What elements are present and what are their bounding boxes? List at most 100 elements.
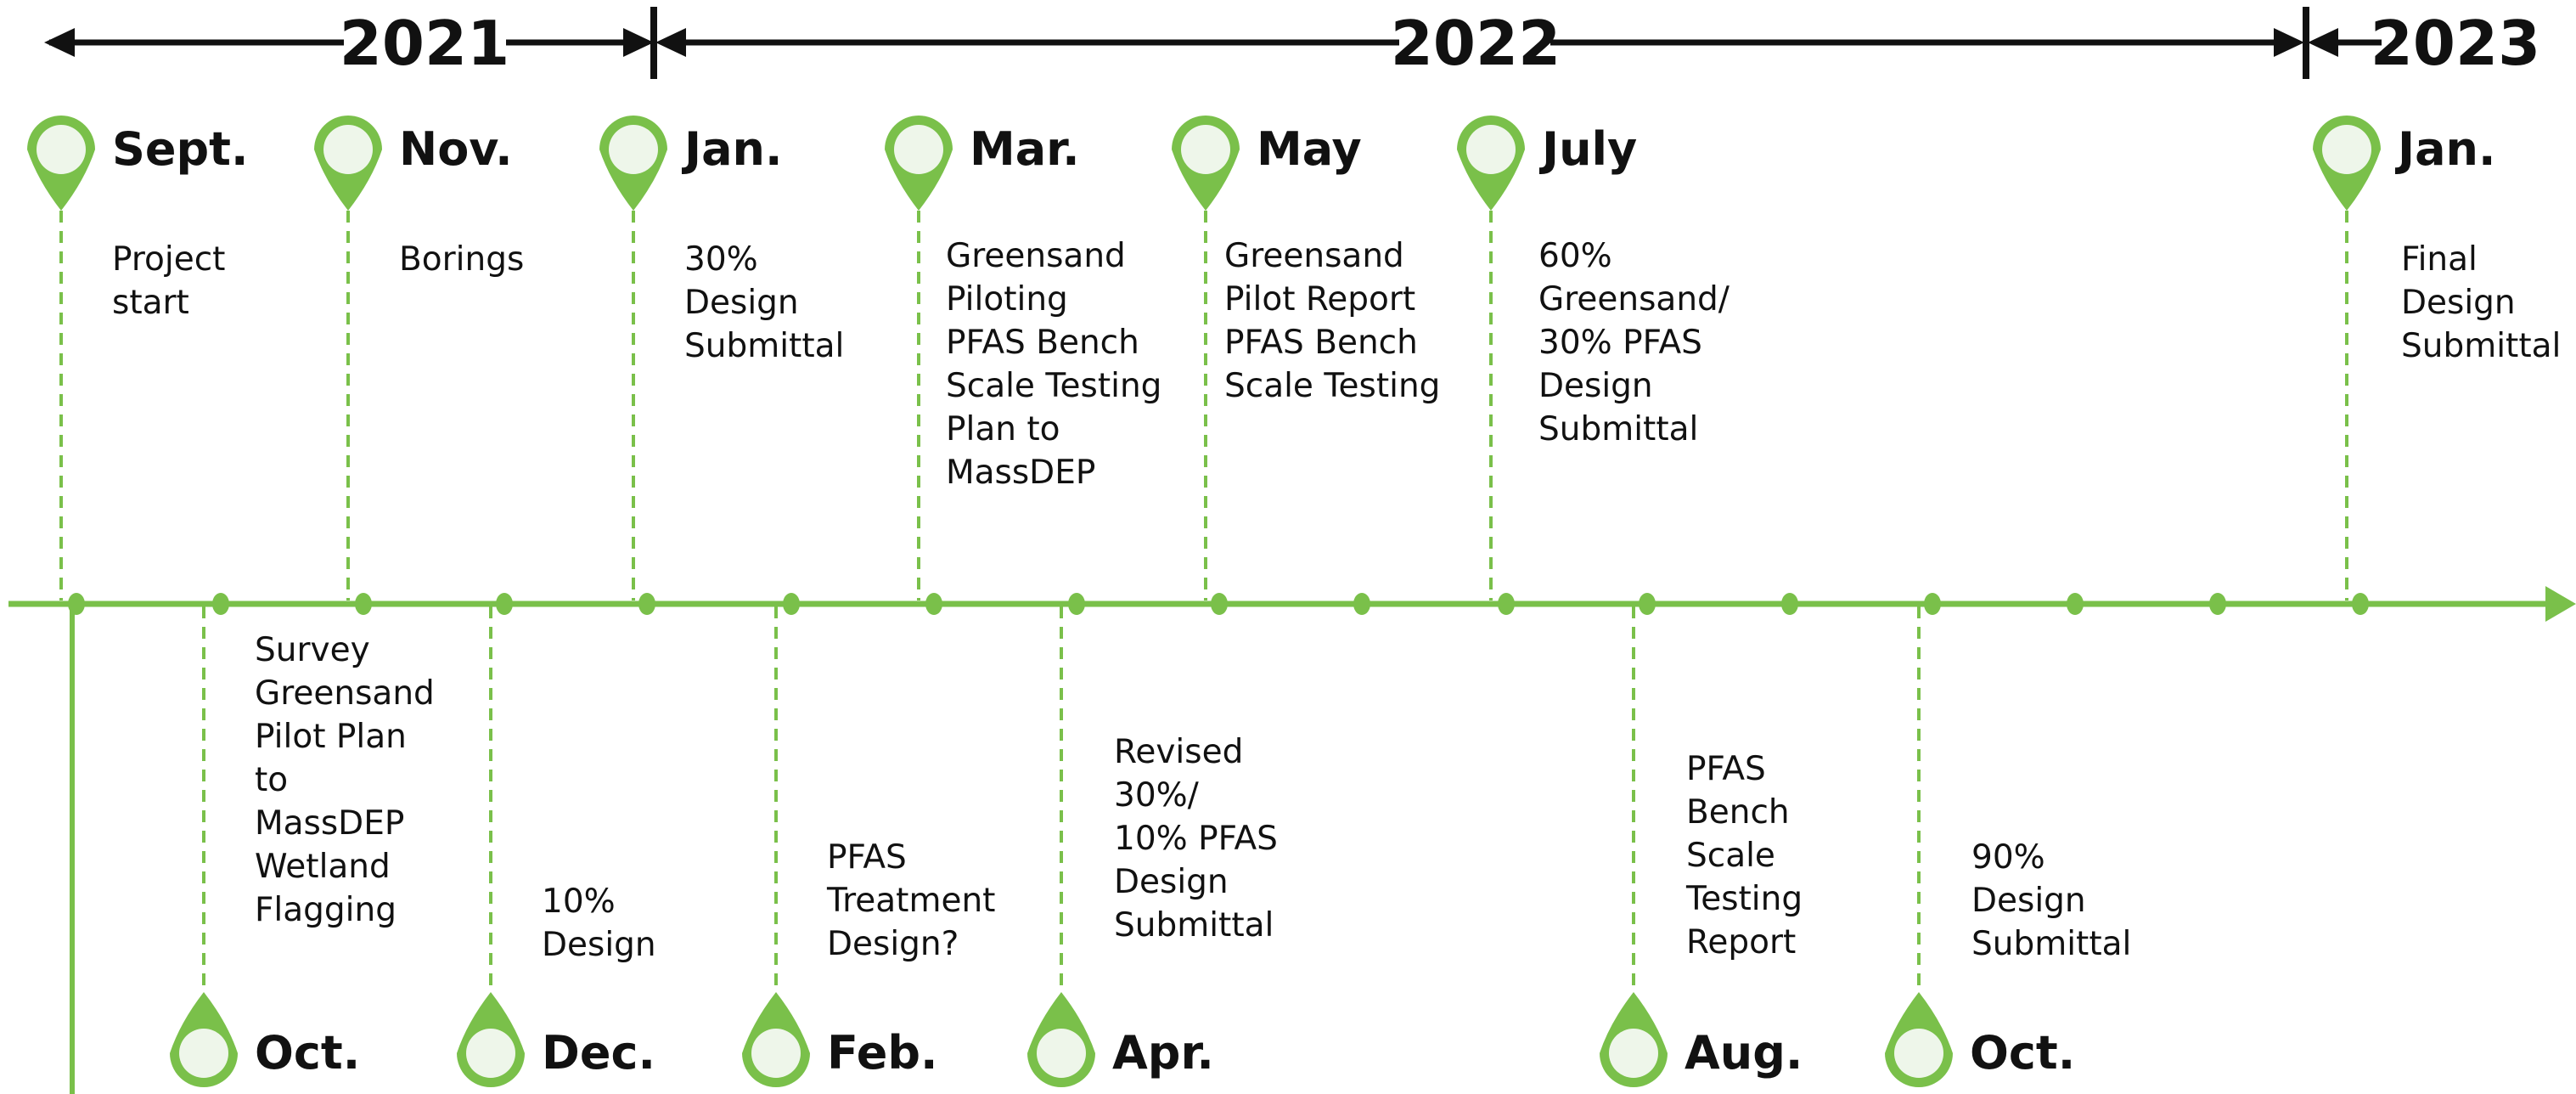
arrow-head-2022-right-icon [2274, 28, 2304, 57]
pin-face [1181, 125, 1230, 174]
event-line: Project [112, 240, 225, 279]
axis-dot [496, 593, 513, 615]
month-label-may: May [1257, 122, 1362, 176]
event-line: PFAS Bench [1224, 324, 1418, 362]
timeline-axis [8, 586, 2576, 1094]
event-line: to [255, 761, 288, 799]
month-label-apr: Apr. [1112, 1026, 1214, 1080]
axis-dot [925, 593, 942, 615]
axis-dots [68, 593, 2369, 615]
pin-face [37, 125, 86, 174]
event-line: Design [684, 284, 799, 322]
axis-dot [1924, 593, 1941, 615]
pin-face [2322, 125, 2371, 174]
pin-face [1609, 1029, 1658, 1078]
event-line: Greensand [255, 674, 435, 713]
arrow-head-2021-right-icon [623, 28, 654, 57]
axis-dot [68, 593, 85, 615]
event-line: Design [1114, 863, 1229, 901]
event-line: Submittal [2401, 327, 2561, 365]
event-line: Borings [399, 240, 524, 279]
event-line: Piloting [946, 280, 1068, 319]
event-text-dec: 10% Design [542, 883, 656, 964]
axis-dot [1068, 593, 1085, 615]
event-line: Plan to [946, 410, 1060, 448]
event-line: Scale Testing [946, 367, 1161, 405]
event-line: Design [542, 926, 656, 964]
axis-dot [2209, 593, 2226, 615]
axis-dot [2067, 593, 2084, 615]
event-line: Submittal [684, 327, 844, 365]
pin-face [751, 1029, 801, 1078]
event-line: Testing [1685, 880, 1803, 918]
axis-dot [638, 593, 655, 615]
month-label-oct-2022: Oct. [1970, 1026, 2075, 1080]
pin-face [466, 1029, 515, 1078]
axis-dot [1353, 593, 1370, 615]
event-line: Design [1971, 882, 2086, 920]
event-line: 10% PFAS [1114, 820, 1278, 858]
event-line: Report [1686, 923, 1796, 961]
month-label-dec: Dec. [542, 1026, 655, 1080]
event-line: 90% [1971, 838, 2045, 877]
event-text-nov: Borings [399, 240, 524, 279]
event-line: 10% [542, 883, 616, 921]
event-line: Survey [255, 631, 370, 669]
event-line: PFAS [827, 838, 907, 877]
axis-dot [783, 593, 800, 615]
axis-dot [1781, 593, 1798, 615]
pin-face [179, 1029, 228, 1078]
event-line: 30% [684, 240, 758, 279]
event-line: MassDEP [946, 454, 1095, 492]
event-line: Design? [827, 925, 959, 963]
event-line: Bench [1686, 793, 1790, 832]
year-label-2023: 2023 [2371, 8, 2540, 79]
month-label-nov: Nov. [399, 122, 513, 176]
event-line: 30%/ [1114, 776, 1200, 815]
month-label-feb: Feb. [827, 1026, 938, 1080]
event-line: 30% PFAS [1538, 324, 1702, 362]
left-arrow-head-icon [44, 28, 75, 57]
event-line: Greensand/ [1538, 280, 1730, 319]
event-above-nov: Nov. Borings [314, 116, 524, 601]
event-line: Design [1538, 367, 1653, 405]
event-line: MassDEP [255, 804, 404, 843]
axis-dot [1639, 593, 1656, 615]
event-line: Submittal [1538, 410, 1698, 448]
event-line: Scale Testing [1224, 367, 1440, 405]
axis-dot [212, 593, 229, 615]
axis-dot [1498, 593, 1515, 615]
month-label-oct-2021: Oct. [255, 1026, 360, 1080]
pin-face [894, 125, 943, 174]
event-line: 60% [1538, 237, 1612, 275]
event-below-dec: Dec. 10% Design [457, 606, 656, 1087]
year-ribbon: 2021 2022 2023 [44, 7, 2540, 79]
event-line: Submittal [1971, 925, 2131, 963]
event-line: Greensand [1224, 237, 1404, 275]
event-line: Pilot Report [1224, 280, 1415, 319]
event-line: Revised [1114, 733, 1243, 771]
month-label-mar: Mar. [970, 122, 1080, 176]
event-line: Pilot Plan [255, 718, 407, 756]
pin-face [323, 125, 373, 174]
